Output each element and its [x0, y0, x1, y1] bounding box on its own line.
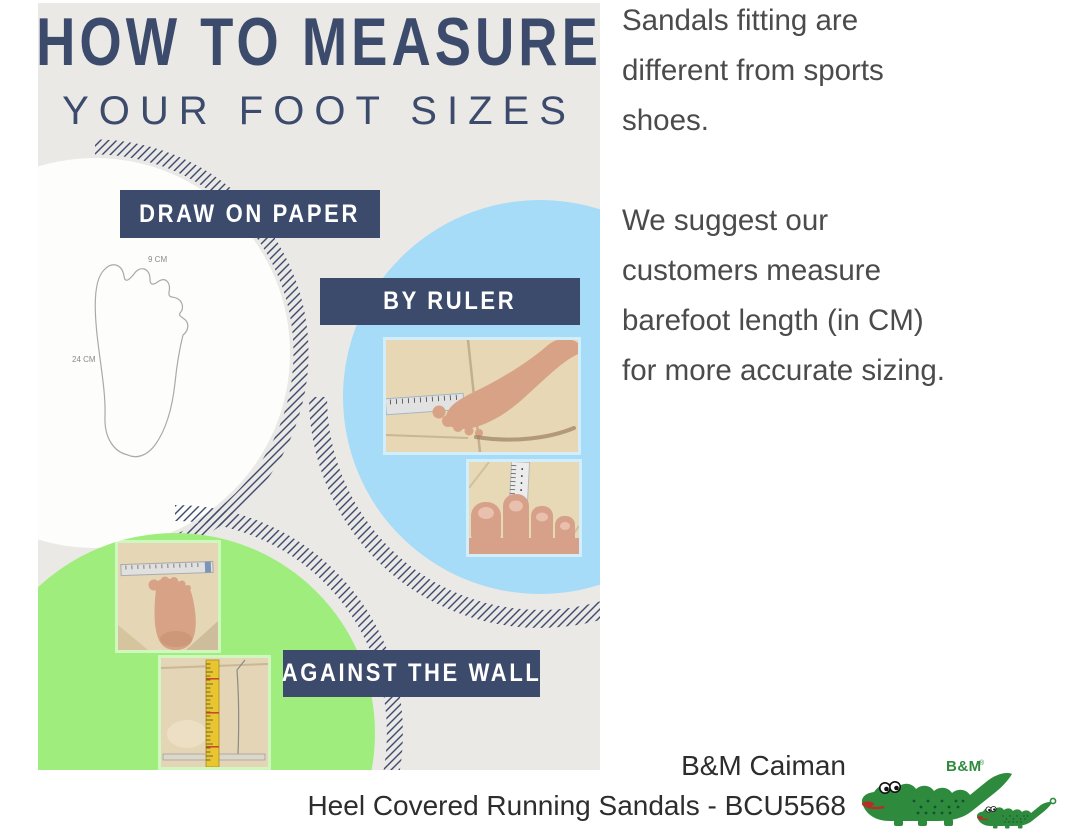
foot-trace-path: [94, 264, 189, 458]
poster-subtitle: YOUR FOOT SIZES: [62, 89, 576, 133]
product-name-line: Heel Covered Running Sandals - BCU5568: [307, 790, 846, 821]
side-paragraph-2: We suggest our customers measure barefoo…: [622, 196, 1042, 396]
product-brand-line: B&M Caiman: [681, 750, 846, 781]
crocodile-logo: B&M ®: [860, 758, 1057, 830]
tape-measure: [205, 659, 220, 767]
badge-draw-on-paper-label: DRAW ON PAPER: [139, 199, 361, 228]
side-text-line: We suggest our: [622, 204, 829, 237]
photo-foot-against-wall: [115, 540, 221, 653]
foot-shape: [445, 340, 578, 429]
badge-against-the-wall-label: AGAINST THE WALL: [281, 659, 542, 687]
logo-trademark: ®: [979, 759, 985, 767]
side-text-line: barefoot length (in CM): [622, 304, 924, 337]
badge-by-ruler: BY RULER: [320, 278, 580, 325]
small-crocodile: [976, 801, 1053, 830]
infographic-panel: HOW TO MEASURE YOUR FOOT SIZES 9 CM 24 C…: [38, 3, 600, 770]
poster-title: HOW TO MEASURE: [38, 4, 600, 80]
photo-toes-with-ruler: [466, 459, 582, 557]
side-text-line: Sandals fitting are: [622, 4, 859, 37]
badge-by-ruler-label: BY RULER: [383, 287, 517, 315]
side-text-line: for more accurate sizing.: [622, 354, 945, 387]
badge-draw-on-paper: DRAW ON PAPER: [120, 190, 380, 238]
foot-outline-drawing: 9 CM 24 CM: [72, 255, 189, 458]
photo-measuring-tape: [158, 655, 271, 770]
photo-foot-on-ruler: [383, 337, 581, 455]
product-caption: B&M Caiman Heel Covered Running Sandals …: [307, 746, 846, 826]
side-text-line: different from sports: [622, 54, 884, 87]
hatch-ring-blue-circle: [309, 396, 600, 628]
small-crocodile-tail-curl: [1049, 797, 1057, 805]
foot-length-label: 24 CM: [72, 355, 96, 364]
ruler-wall: [120, 560, 214, 577]
logo-brand-text: B&M: [946, 758, 982, 775]
badge-against-the-wall: AGAINST THE WALL: [281, 650, 542, 697]
foot-width-label: 9 CM: [148, 255, 167, 264]
side-text-line: shoes.: [622, 104, 709, 137]
hatch-ring-green-circle: [174, 505, 403, 770]
side-paragraph-1: Sandals fitting are different from sport…: [622, 0, 1042, 146]
paper-circle: [38, 158, 290, 548]
side-description: Sandals fitting are different from sport…: [622, 0, 1042, 396]
side-text-line: customers measure: [622, 254, 882, 287]
foot-top-view: [148, 576, 196, 650]
